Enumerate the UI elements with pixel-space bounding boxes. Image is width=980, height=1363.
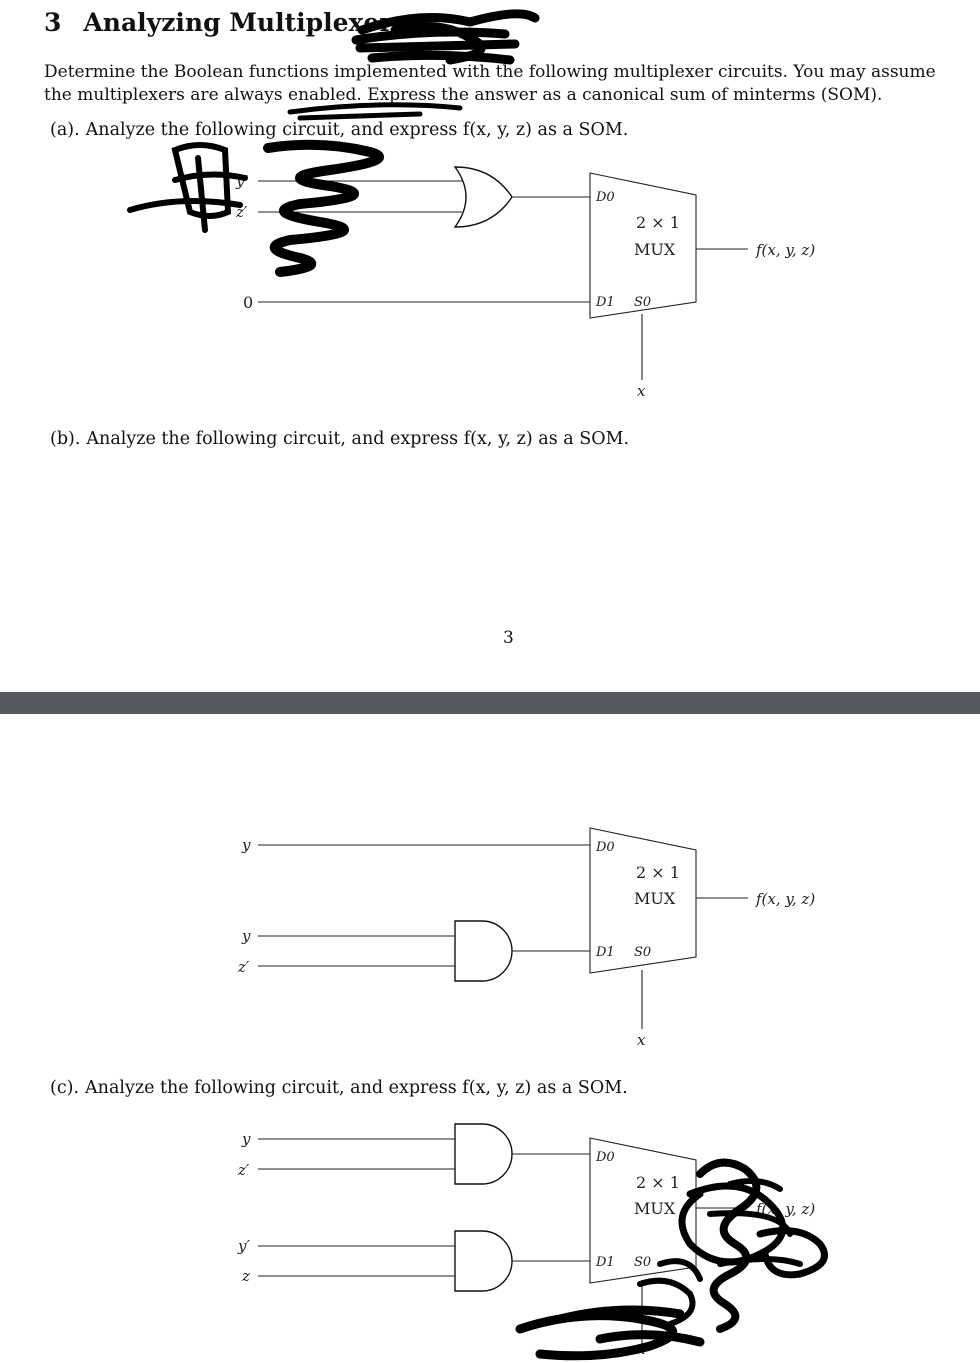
circuit-a: y′ z′ 0 D0 D1 S0 2 × 1 MUX x f(x, y, z) <box>127 9 815 400</box>
input-b-1: y <box>241 836 251 854</box>
and-gate-c-1 <box>454 1123 513 1185</box>
or-gate-a <box>453 166 513 228</box>
mux-c-d1: D1 <box>595 1255 615 1270</box>
section-title: 3 Analyzing Multiplexer <box>44 8 393 37</box>
mux-a-d1: D1 <box>595 295 615 310</box>
part-c-label: (c). <box>50 1078 80 1098</box>
mux-a-d0: D0 <box>595 190 615 205</box>
mux-b-d1: D1 <box>595 945 615 960</box>
mux-c-line1: 2 × 1 <box>636 1173 680 1192</box>
mux-a-line2: MUX <box>634 240 676 259</box>
circuit-b: y y z′ D0 D1 S0 2 × 1 MUX x f(x, y, z) <box>237 827 815 1049</box>
input-a-3: 0 <box>243 293 253 312</box>
output-b: f(x, y, z) <box>755 890 815 908</box>
circuit-c: y z′ y′ z D0 D1 S0 2 × 1 MUX x f(x, y, z… <box>237 1123 828 1361</box>
input-c-1: y <box>241 1130 251 1148</box>
mux-b-d0: D0 <box>595 840 615 855</box>
and-gate-b <box>454 920 513 982</box>
select-a: x <box>637 382 646 400</box>
part-a-label: (a). <box>50 120 80 140</box>
part-a-text: Analyze the following circuit, and expre… <box>85 120 629 140</box>
mux-c-s0: S0 <box>634 1255 651 1270</box>
scribble-marks-c <box>515 1158 828 1361</box>
input-c-3: y′ <box>237 1237 250 1255</box>
section-number: 3 <box>44 8 62 37</box>
part-c-heading: (c).Analyze the following circuit, and e… <box>50 1078 628 1098</box>
part-b-label: (b). <box>50 429 81 449</box>
part-c-text: Analyze the following circuit, and expre… <box>85 1078 628 1098</box>
page-separator <box>0 692 980 714</box>
input-c-2: z′ <box>237 1161 250 1179</box>
input-c-4: z <box>241 1267 250 1285</box>
select-b: x <box>637 1031 646 1049</box>
mux-a-line1: 2 × 1 <box>636 213 680 232</box>
mux-b-line1: 2 × 1 <box>636 863 680 882</box>
mux-c-line2: MUX <box>634 1199 676 1218</box>
page-bottom: y y z′ D0 D1 S0 2 × 1 MUX x f(x, y, z) (… <box>0 714 980 1363</box>
page-number: 3 <box>503 628 514 648</box>
input-b-3: z′ <box>237 958 250 976</box>
output-a: f(x, y, z) <box>755 241 815 259</box>
mux-c-d0: D0 <box>595 1150 615 1165</box>
mux-a <box>589 172 697 319</box>
mux-b-s0: S0 <box>634 945 651 960</box>
intro-paragraph: Determine the Boolean functions implemen… <box>44 62 936 105</box>
mux-b-line2: MUX <box>634 889 676 908</box>
mux-a-s0: S0 <box>634 295 651 310</box>
section-title-text: Analyzing Multiplexer <box>83 8 393 37</box>
part-b-text: Analyze the following circuit, and expre… <box>86 429 630 449</box>
part-b-heading: (b).Analyze the following circuit, and e… <box>50 429 629 449</box>
and-gate-c-2 <box>454 1230 513 1292</box>
part-a-heading: (a).Analyze the following circuit, and e… <box>50 120 628 140</box>
input-b-2: y <box>241 927 251 945</box>
scribble-marks-a <box>127 9 540 277</box>
mux-b <box>589 827 697 974</box>
page-top: 3 Analyzing Multiplexer Determine the Boo… <box>44 8 936 648</box>
